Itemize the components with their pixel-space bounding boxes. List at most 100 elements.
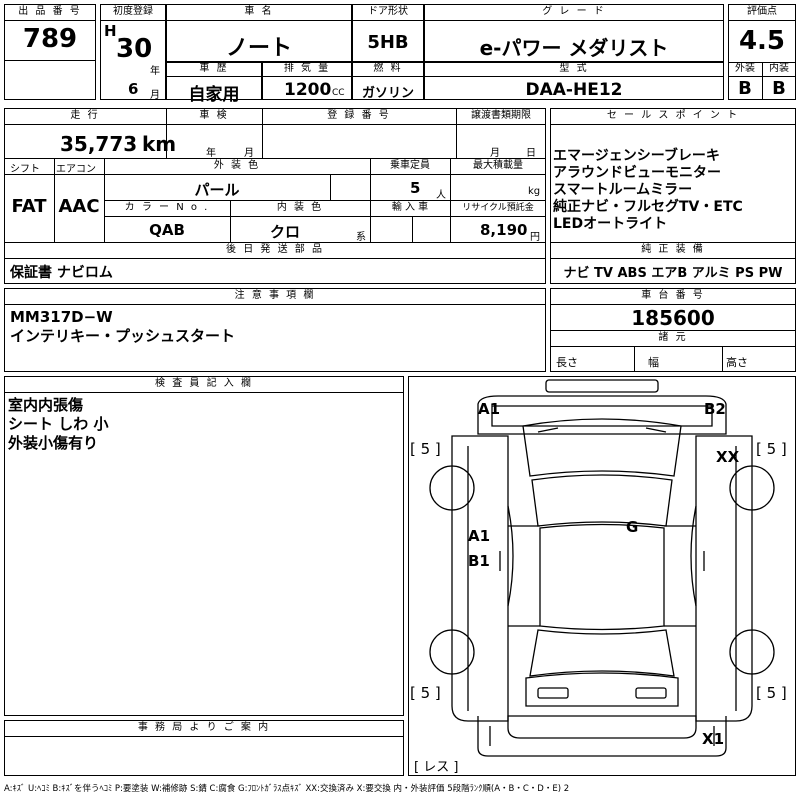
name-box xyxy=(166,4,352,62)
interior-color: クロ xyxy=(269,223,300,241)
door-type: 5HB xyxy=(367,32,409,53)
lot-number: 789 xyxy=(22,24,78,54)
month-unit: 月 xyxy=(150,90,160,101)
fuel-box xyxy=(352,62,424,100)
mark-a1-top: A1 xyxy=(478,400,501,418)
mark-b2-top: B2 xyxy=(704,400,726,418)
mileage: 35,773 xyxy=(60,132,138,156)
grade-label: グ レ ー ド xyxy=(542,6,606,17)
shift: FAT xyxy=(11,196,47,217)
notes-label: 注 意 事 項 欄 xyxy=(234,290,316,301)
tire-front-right: [ 5 ] xyxy=(756,440,787,458)
inspector-label: 検 査 員 記 入 欄 xyxy=(155,378,253,389)
chassis-label: 車 台 番 号 xyxy=(641,290,705,301)
color-number: QAB xyxy=(149,221,185,239)
capacity-unit: 人 xyxy=(436,190,446,201)
km-unit: km xyxy=(142,132,177,156)
diagram-box xyxy=(408,376,796,776)
door-label: ドア形状 xyxy=(368,6,408,17)
lot-label: 出 品 番 号 xyxy=(18,6,82,17)
sales-label: セ ー ル ス ポ イ ン ト xyxy=(606,110,740,121)
notes-box xyxy=(4,288,546,372)
tire-front-left: [ 5 ] xyxy=(410,440,441,458)
mark-xx: XX xyxy=(716,448,740,466)
int-label: 内装 xyxy=(769,63,789,74)
spare-tire: [ レス ] xyxy=(414,760,459,775)
inspector-notes: 室内内張傷 シート しわ 小 外装小傷有り xyxy=(8,396,109,452)
tire-rear-left: [ 5 ] xyxy=(410,684,441,702)
mark-g: G xyxy=(626,518,639,536)
door-box xyxy=(352,4,424,62)
km-label: 走 行 xyxy=(70,110,100,121)
aircon: AAC xyxy=(58,196,100,217)
capacity-label: 乗車定員 xyxy=(390,160,430,171)
equipment-label: 純 正 装 備 xyxy=(641,244,705,255)
color-label: 外 装 色 xyxy=(213,160,261,171)
width-label: 幅 xyxy=(648,356,659,369)
colorno-label: カ ラ ー N o . xyxy=(124,202,210,213)
fuel-label: 燃 料 xyxy=(373,63,403,74)
notes-text: MM317D−W インテリキー・プッシュスタート xyxy=(10,308,236,345)
model-box xyxy=(424,62,724,100)
ext-label: 外装 xyxy=(735,63,755,74)
int-grade: B xyxy=(772,78,786,99)
car-name: ノート xyxy=(225,36,292,61)
intcolor-unit: 系 xyxy=(356,232,366,243)
inspector-box xyxy=(4,376,404,716)
ext-grade: B xyxy=(738,78,752,99)
inspection-year-unit: 年 xyxy=(206,148,216,159)
era: H xyxy=(104,22,117,40)
legend-footer: A:ｷｽﾞ U:ﾍｺﾐ B:ｷｽﾞを伴うﾍｺﾐ P:要塗装 W:補修跡 S:錆 … xyxy=(4,784,570,794)
registration-label: 初度登録 xyxy=(113,6,153,17)
transfer-label: 譲渡書類期限 xyxy=(471,110,531,121)
recycle-fee: 8,190 xyxy=(480,221,528,239)
height-label: 高さ xyxy=(726,356,748,369)
year-unit: 年 xyxy=(150,66,160,77)
mark-b1-mid: B1 xyxy=(468,552,490,570)
reg-month: 6 xyxy=(128,80,139,98)
chassis-number: 185600 xyxy=(631,306,715,330)
later-parts: 保証書 ナビロム xyxy=(10,265,113,281)
fuel: ガソリン xyxy=(361,86,414,101)
tire-rear-right: [ 5 ] xyxy=(756,684,787,702)
inspection-label: 車 検 xyxy=(199,110,229,121)
recycle-unit: 円 xyxy=(530,232,540,243)
office-box xyxy=(4,720,404,776)
equipment: ナビ TV ABS エアB アルミ PS PW xyxy=(563,266,783,281)
import-label: 輸 入 車 xyxy=(391,202,429,213)
score: 4.5 xyxy=(738,26,786,56)
spec-label: 諸 元 xyxy=(658,332,688,343)
sales-box xyxy=(550,108,796,284)
inspection-month-unit: 月 xyxy=(244,148,254,159)
intcolor-label: 内 装 色 xyxy=(276,202,324,213)
reg-year: 30 xyxy=(116,34,153,64)
cc-box xyxy=(262,62,352,100)
cc-unit: CC xyxy=(332,88,345,98)
score-label: 評価点 xyxy=(747,6,777,17)
ac-label: エアコン xyxy=(56,164,96,175)
info-block xyxy=(4,108,546,284)
mark-x1: X1 xyxy=(702,730,725,748)
history-box xyxy=(166,62,262,100)
sales-points: エマージェンシーブレーキ アラウンドビューモニター スマートルームミラー 純正ナ… xyxy=(553,148,743,232)
grade: e-パワー メダリスト xyxy=(479,36,669,60)
model-label: 型 式 xyxy=(559,63,589,74)
name-label: 車 名 xyxy=(244,6,274,17)
grade-box xyxy=(424,4,724,62)
shift-label: シフト xyxy=(10,164,40,175)
load-unit: kg xyxy=(528,186,541,197)
mark-a1-mid: A1 xyxy=(468,527,491,545)
body-color: パール xyxy=(194,181,240,199)
model-code: DAA-HE12 xyxy=(525,80,623,100)
capacity: 5 xyxy=(410,179,421,197)
car-damage-diagram xyxy=(429,379,775,757)
length-label: 長さ xyxy=(556,356,578,369)
cc-label: 排 気 量 xyxy=(283,63,331,74)
load-label: 最大積載量 xyxy=(473,160,523,171)
later-parts-label: 後 日 発 送 部 品 xyxy=(226,244,324,255)
transfer-month-unit: 月 xyxy=(490,148,500,159)
history: 自家用 xyxy=(188,85,240,105)
office-label: 事 務 局 よ り ご 案 内 xyxy=(137,722,271,733)
history-label: 車 歴 xyxy=(199,63,229,74)
displacement: 1200 xyxy=(284,80,332,100)
